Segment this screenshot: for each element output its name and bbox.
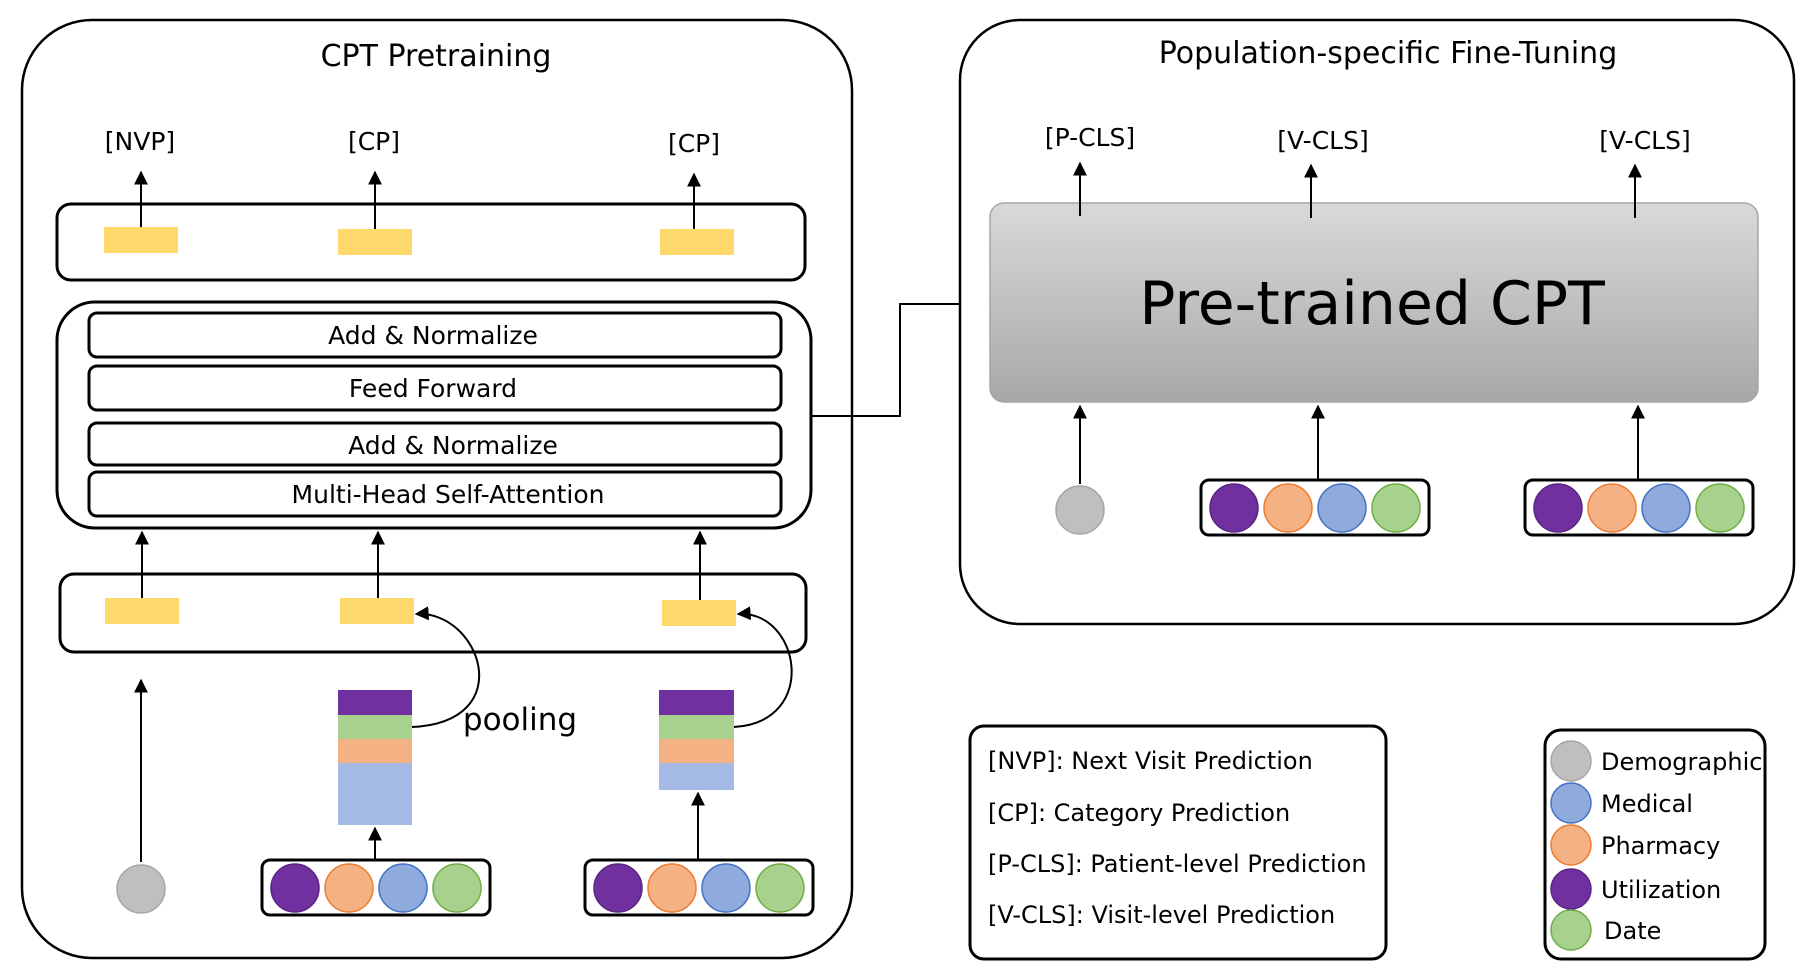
legend-medical-swatch [1550,782,1592,824]
medical-circle [1317,483,1367,533]
date-circle [1371,483,1421,533]
pooling-curve-1 [411,606,481,728]
pooling-curve-2 [733,606,793,728]
feed-forward-layer [87,364,783,412]
feed-forward-label: Feed Forward [349,374,517,403]
demographic-input-circle [1055,485,1105,535]
medical-circle [701,863,751,913]
pharmacy-circle [1587,483,1637,533]
legend-demographic-swatch [1550,740,1592,782]
add-normalize-label-top: Add & Normalize [328,321,538,350]
pooled-stack-1 [338,690,412,825]
pharmacy-circle [1263,483,1313,533]
input-token-box [58,572,808,654]
output-token-1 [104,227,178,253]
legend-date-swatch [1550,909,1592,951]
add-normalize-layer-bottom [87,421,783,467]
add-normalize-label-bottom: Add & Normalize [348,431,558,460]
utilization-circle [1209,483,1259,533]
output-token-box [55,202,807,282]
legend-pharmacy-label: Pharmacy [1601,832,1720,860]
output-label-v-cls-1: [V-CLS] [1277,126,1368,155]
output-label-nvp: [NVP] [105,127,175,156]
legend-nvp: [NVP]: Next Visit Prediction [988,747,1313,775]
add-normalize-layer-top [87,311,783,359]
output-label-cp-1: [CP] [348,127,400,156]
output-token-2 [338,229,412,255]
pretrained-cpt-block [989,202,1759,403]
input-token-1 [105,598,179,624]
self-attention-label: Multi-Head Self-Attention [292,480,605,509]
output-token-3 [660,229,734,255]
legend-cp: [CP]: Category Prediction [988,799,1290,827]
fine-tuning-title: Population-specific Fine-Tuning [1159,36,1617,71]
pharmacy-circle [324,863,374,913]
pharmacy-circle [647,863,697,913]
color-legend-box [1543,728,1767,961]
input-token-2 [340,598,414,624]
date-circle [1695,483,1745,533]
medical-circle [378,863,428,913]
legend-pharmacy-swatch [1550,824,1592,866]
demographic-input-circle [116,864,166,914]
input-token-3 [662,600,736,626]
medical-circle [1641,483,1691,533]
abbreviation-legend-box [968,724,1388,961]
transfer-arrow [811,297,987,417]
visit-features-box-3 [1199,478,1431,537]
legend-medical-label: Medical [1601,790,1693,818]
legend-date-label: Date [1604,917,1661,945]
output-label-cp-2: [CP] [668,129,720,158]
self-attention-layer [87,470,783,518]
utilization-circle [1533,483,1583,533]
date-circle [432,863,482,913]
pretrained-cpt-label: Pre-trained CPT [1139,269,1605,339]
legend-demographic-label: Demographic [1601,748,1762,776]
legend-utilization-swatch [1550,868,1592,910]
legend-p-cls: [P-CLS]: Patient-level Prediction [988,850,1367,878]
pooled-stack-2 [659,690,734,790]
pretraining-title: CPT Pretraining [321,39,552,74]
utilization-circle [593,863,643,913]
legend-utilization-label: Utilization [1601,876,1721,904]
pooling-label: pooling [463,702,577,738]
output-label-v-cls-2: [V-CLS] [1599,126,1690,155]
utilization-circle [270,863,320,913]
output-label-p-cls: [P-CLS] [1045,123,1135,152]
date-circle [755,863,805,913]
legend-v-cls: [V-CLS]: Visit-level Prediction [988,901,1335,929]
